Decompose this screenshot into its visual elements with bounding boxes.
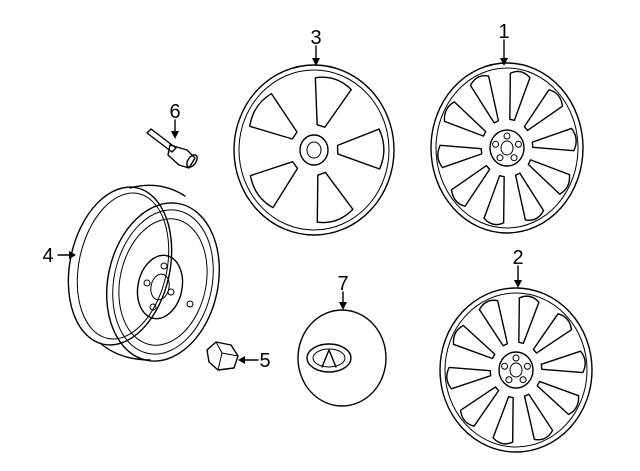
center-cap <box>297 309 387 407</box>
callout-7: 7 <box>337 273 348 295</box>
spoke-window <box>314 76 352 128</box>
spoke-window <box>483 174 505 226</box>
valve-stem <box>146 128 198 169</box>
spoke-window <box>532 313 573 354</box>
lug-hole <box>514 140 522 148</box>
callout-4: 4 <box>42 245 53 267</box>
lug-hole <box>523 362 531 370</box>
spoke-window <box>523 393 554 441</box>
lug-hole <box>492 140 500 148</box>
spoke-window <box>540 350 586 374</box>
spoke-window <box>452 324 496 360</box>
spoke-window <box>249 92 298 140</box>
spoke-window <box>478 299 509 347</box>
wheel-4-spare <box>67 184 221 362</box>
spoke-window <box>531 127 577 152</box>
spoke-window <box>450 164 491 207</box>
spoke-window <box>518 295 540 344</box>
wheel-2 <box>439 287 593 453</box>
lug-hole <box>519 376 527 384</box>
leader-lines <box>57 39 522 364</box>
spoke-window <box>514 172 545 221</box>
callout-6: 6 <box>169 101 180 123</box>
spoke-window <box>523 89 564 132</box>
spoke-window <box>249 160 299 209</box>
callout-5: 5 <box>259 350 270 372</box>
lug-nut <box>206 341 239 371</box>
spoke-window <box>446 366 492 390</box>
lug-hole <box>501 362 509 370</box>
callout-1: 1 <box>498 21 509 43</box>
spoke-window <box>492 396 514 445</box>
spoke-window <box>509 70 531 122</box>
lug-hole <box>510 154 518 162</box>
spoke-window <box>336 128 385 170</box>
spoke-window <box>527 159 571 195</box>
spoke-window <box>443 101 487 137</box>
spoke-window <box>459 386 500 427</box>
callout-3: 3 <box>310 27 321 49</box>
spoke-window <box>316 171 354 224</box>
lug-hole <box>512 354 520 362</box>
wheel-1 <box>430 62 584 234</box>
spoke-window <box>536 380 580 416</box>
spoke-window <box>437 144 483 169</box>
spoke-window <box>469 75 500 124</box>
lug-hole <box>503 132 511 140</box>
lug-hole <box>496 154 504 162</box>
lug-hole <box>505 376 513 384</box>
wheel-3 <box>233 64 395 236</box>
callout-2: 2 <box>512 247 523 269</box>
